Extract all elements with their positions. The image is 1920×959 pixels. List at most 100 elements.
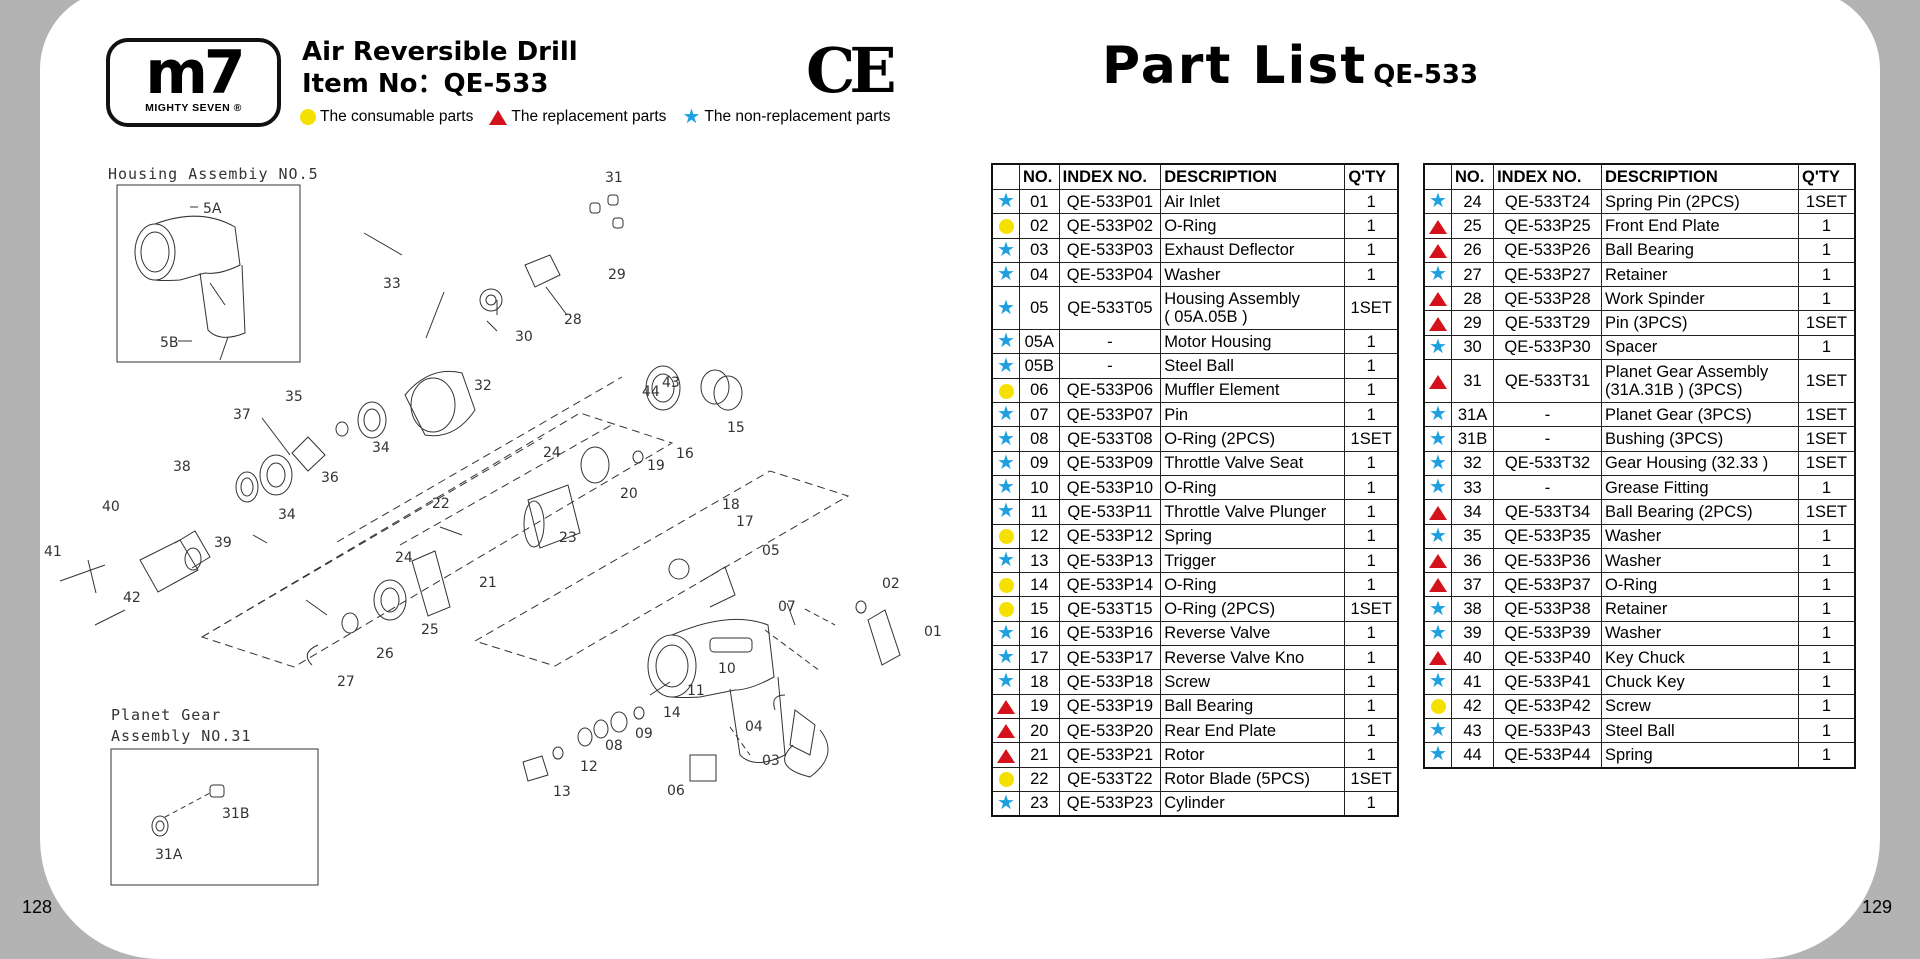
blue-star-icon: ★ (1429, 476, 1447, 499)
row-description: Spacer (1600, 334, 1800, 361)
row-symbol: ★ (1423, 450, 1452, 476)
row-index: QE-533P01 (1058, 188, 1162, 215)
row-index: QE-533P14 (1058, 572, 1162, 598)
row-no-text: 14 (1030, 575, 1049, 594)
row-symbol: ★ (1423, 426, 1452, 452)
row-qty: 1 (1344, 353, 1399, 379)
row-description: Ball Bearing (1160, 693, 1346, 719)
row-symbol (991, 523, 1020, 549)
table-row: ★31B-Bushing (3PCS)1SET (1423, 426, 1856, 452)
row-index-text: QE-533P18 (1066, 672, 1154, 691)
row-description: Washer (1160, 261, 1346, 288)
callout-04: 04 (745, 719, 763, 735)
row-no-text: 32 (1463, 454, 1482, 473)
row-no-text: 30 (1463, 338, 1482, 357)
row-no-text: 29 (1463, 314, 1482, 333)
row-no: 30 (1450, 334, 1495, 361)
row-symbol: ★ (991, 261, 1020, 288)
row-no: 26 (1450, 237, 1495, 263)
row-no: 31A (1450, 402, 1495, 428)
row-no-text: 16 (1030, 624, 1049, 643)
row-no-text: 27 (1463, 265, 1482, 284)
header-no: NO. (1450, 163, 1495, 190)
drill-sketch (647, 618, 786, 763)
red-triangle-icon (1429, 651, 1447, 666)
planet-gear-label-2: Assembly NO.31 (111, 727, 251, 745)
row-no-text: 17 (1030, 648, 1049, 667)
row-no-text: 38 (1463, 600, 1482, 619)
row-no: 27 (1450, 261, 1495, 288)
row-description-text: Spacer (1604, 338, 1658, 357)
row-symbol: ★ (991, 669, 1020, 695)
row-description-text: Planet Gear (3PCS) (1604, 405, 1752, 424)
row-qty: 1 (1798, 717, 1856, 744)
row-qty: 1 (1344, 717, 1399, 744)
row-description: Key Chuck (1600, 645, 1800, 671)
yellow-dot-icon (300, 109, 316, 125)
table-header-row: NO. INDEX NO. DESCRIPTION Q'TY (991, 163, 1399, 190)
blue-star-icon: ★ (682, 106, 701, 128)
row-description-text: Rotor (1164, 745, 1205, 764)
callout-13: 13 (553, 784, 571, 800)
row-qty: 1 (1344, 669, 1399, 695)
row-no-text: 26 (1463, 241, 1482, 260)
header-qty: Q'TY (1798, 163, 1856, 190)
row-index: QE-533T08 (1058, 426, 1162, 452)
row-index-text: QE-533P39 (1504, 624, 1591, 643)
row-no: 13 (1019, 547, 1060, 574)
row-no: 25 (1450, 213, 1495, 239)
row-no-text: 03 (1030, 241, 1049, 260)
row-symbol: ★ (991, 499, 1020, 525)
row-qty: 1SET (1344, 766, 1399, 792)
row-no: 06 (1019, 377, 1060, 404)
yellow-dot-icon (998, 529, 1014, 545)
row-description-text: Ball Bearing (1604, 241, 1694, 260)
row-index: - (1058, 353, 1162, 379)
row-index: QE-533P27 (1493, 261, 1602, 288)
row-symbol: ★ (1423, 596, 1452, 622)
row-symbol (1423, 499, 1452, 525)
row-description-text: Air Inlet (1164, 192, 1221, 211)
row-no: 28 (1450, 286, 1495, 312)
row-no-text: 36 (1463, 551, 1482, 570)
row-description-text: Housing Assembly (1164, 290, 1300, 309)
row-qty-text: 1 (1366, 381, 1376, 400)
row-description-text: Screw (1604, 697, 1651, 716)
row-symbol: ★ (1423, 620, 1452, 647)
row-index-text: QE-533P27 (1504, 265, 1591, 284)
callout-09: 09 (635, 726, 653, 742)
row-no: 02 (1019, 213, 1060, 239)
row-qty-text: 1 (1366, 332, 1376, 351)
row-description: O-Ring (1160, 474, 1346, 501)
blue-star-icon: ★ (997, 791, 1015, 814)
row-symbol: ★ (1423, 717, 1452, 744)
row-symbol: ★ (1423, 334, 1452, 361)
row-index: QE-533P18 (1058, 669, 1162, 695)
row-no: 17 (1019, 645, 1060, 671)
row-description-text: Muffler Element (1164, 381, 1280, 400)
header-description: DESCRIPTION (1160, 163, 1346, 190)
row-symbol: ★ (1423, 261, 1452, 288)
row-no-text: 44 (1463, 745, 1482, 764)
row-qty-text: 1 (1366, 265, 1376, 284)
row-no-text: 35 (1463, 527, 1482, 546)
row-qty: 1 (1798, 596, 1856, 622)
blue-star-icon: ★ (1429, 263, 1447, 286)
row-qty: 1SET (1344, 286, 1399, 331)
row-index-text: QE-533P21 (1066, 745, 1154, 764)
row-index-text: QE-533P11 (1067, 502, 1153, 521)
row-symbol: ★ (1423, 669, 1452, 695)
row-index: QE-533P19 (1058, 693, 1162, 719)
row-no: 05B (1019, 353, 1060, 379)
row-qty: 1 (1798, 547, 1856, 574)
row-no-text: 33 (1463, 478, 1482, 497)
red-triangle-icon (1429, 505, 1447, 520)
callout-14: 14 (663, 705, 681, 721)
row-description-text: Exhaust Deflector (1164, 241, 1295, 260)
